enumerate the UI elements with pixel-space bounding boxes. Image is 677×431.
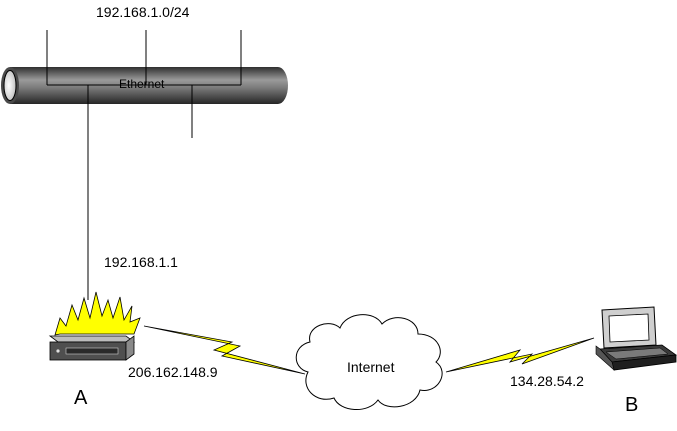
firewall-wan-ip-label: 206.162.148.9 <box>128 364 218 380</box>
wan-link-b <box>445 337 595 373</box>
node-a-label: A <box>74 387 88 409</box>
wan-link-a <box>143 325 306 375</box>
ethernet-label: Ethernet <box>119 77 165 91</box>
lan-subnet-label: 192.168.1.0/24 <box>96 4 190 20</box>
internet-label: Internet <box>347 359 395 375</box>
firewall-lan-ip-label: 192.168.1.1 <box>104 254 178 270</box>
laptop-icon <box>595 306 677 371</box>
firewall-router-icon <box>48 291 141 361</box>
cloud-icon <box>295 314 443 410</box>
lan-connections <box>46 30 242 300</box>
remote-ip-label: 134.28.54.2 <box>510 373 584 389</box>
node-b-label: B <box>625 394 638 416</box>
